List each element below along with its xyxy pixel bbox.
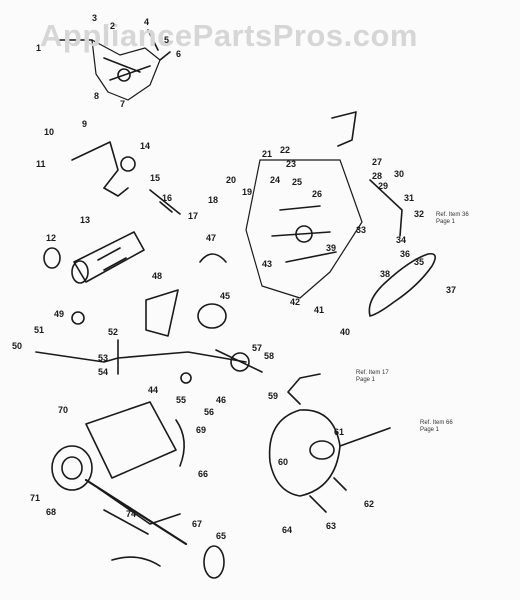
part-callout: 40 [340, 327, 351, 337]
rod-assembly [71, 141, 181, 215]
part-callout: 17 [188, 211, 199, 221]
part-callout: 56 [204, 407, 215, 417]
part-callout: 61 [334, 427, 345, 437]
part-callout: 66 [198, 469, 209, 479]
part-callout: 47 [206, 233, 217, 243]
part-callout: 22 [280, 145, 291, 155]
part-callout: 67 [192, 519, 203, 529]
part-callout: 25 [292, 177, 303, 187]
part-callout: 19 [242, 187, 253, 197]
housing-cover [197, 303, 227, 329]
part-callout: 69 [196, 425, 207, 435]
part-callout: 13 [80, 215, 91, 225]
part-callout: 53 [98, 353, 109, 363]
part-callout: 36 [400, 249, 411, 259]
part-callout: 65 [216, 531, 227, 541]
pulley-cluster [180, 349, 263, 384]
part-callout: 10 [44, 127, 55, 137]
part-callout: 58 [264, 351, 275, 361]
part-callout: 34 [396, 235, 407, 245]
watermark-logo: AppliancePartsPros.com [40, 18, 418, 53]
part-callout: 12 [46, 233, 57, 243]
part-callout: 49 [54, 309, 65, 319]
part-callout: 70 [58, 405, 69, 415]
part-callout: 63 [326, 521, 337, 531]
part-callout: 5 [164, 35, 170, 45]
part-callout: 6 [176, 49, 182, 59]
part-callout: 20 [226, 175, 237, 185]
part-callout: 52 [108, 327, 119, 337]
part-callout: 59 [268, 391, 279, 401]
part-callout: 35 [414, 257, 425, 267]
part-callout: 43 [262, 259, 273, 269]
part-callout: 11 [36, 159, 46, 169]
part-callout: 68 [46, 507, 57, 517]
part-callout: 54 [98, 367, 109, 377]
linkage-rod [35, 351, 247, 363]
engine-frame [245, 111, 403, 299]
part-callout: 3 [92, 13, 98, 23]
right-housing [268, 373, 391, 513]
part-callout: 26 [312, 189, 323, 199]
part-callout: 44 [148, 385, 159, 395]
part-callout: 50 [12, 341, 23, 351]
blade [145, 289, 179, 337]
part-callout: 27 [372, 157, 383, 167]
part-callout: 24 [270, 175, 281, 185]
part-callout: 21 [262, 149, 273, 159]
part-callout: 42 [290, 297, 301, 307]
part-callout: 23 [286, 159, 297, 169]
part-callout: 39 [326, 243, 337, 253]
part-callout: 32 [414, 209, 425, 219]
part-callout: 1 [36, 43, 42, 53]
arc-part [199, 253, 227, 263]
part-callout: 71 [30, 493, 41, 503]
top-bracket-assembly [59, 29, 171, 101]
part-callout: 4 [144, 17, 150, 27]
part-callout: 45 [220, 291, 231, 301]
part-callout: 9 [82, 119, 88, 129]
part-callout: 18 [208, 195, 219, 205]
part-callout: 64 [282, 525, 293, 535]
part-callout: 28 [372, 171, 383, 181]
part-callout: 41 [314, 305, 325, 315]
part-callout: 38 [380, 269, 391, 279]
part-callout: 31 [404, 193, 415, 203]
part-callout: 55 [176, 395, 187, 405]
part-callout: 48 [152, 271, 163, 281]
part-callout: 51 [34, 325, 45, 335]
part-callout: 2 [110, 21, 116, 31]
part-callout: 7 [120, 99, 126, 109]
part-callout: 62 [364, 499, 375, 509]
part-callout: 46 [216, 395, 227, 405]
part-callout: 37 [446, 285, 457, 295]
part-callout: 8 [94, 91, 100, 101]
part-callout: 29 [378, 181, 389, 191]
part-callout: 15 [150, 173, 161, 183]
drive-belt [368, 252, 436, 317]
part-callout: 57 [252, 343, 263, 353]
part-callout: 14 [140, 141, 151, 151]
auger-housing [51, 401, 225, 579]
part-callout: 60 [278, 457, 289, 467]
part-callout: 74 [126, 509, 137, 519]
part-callout: 30 [394, 169, 405, 179]
part-callout: 16 [162, 193, 173, 203]
motor-unit [43, 231, 145, 284]
part-callout: 33 [356, 225, 367, 235]
